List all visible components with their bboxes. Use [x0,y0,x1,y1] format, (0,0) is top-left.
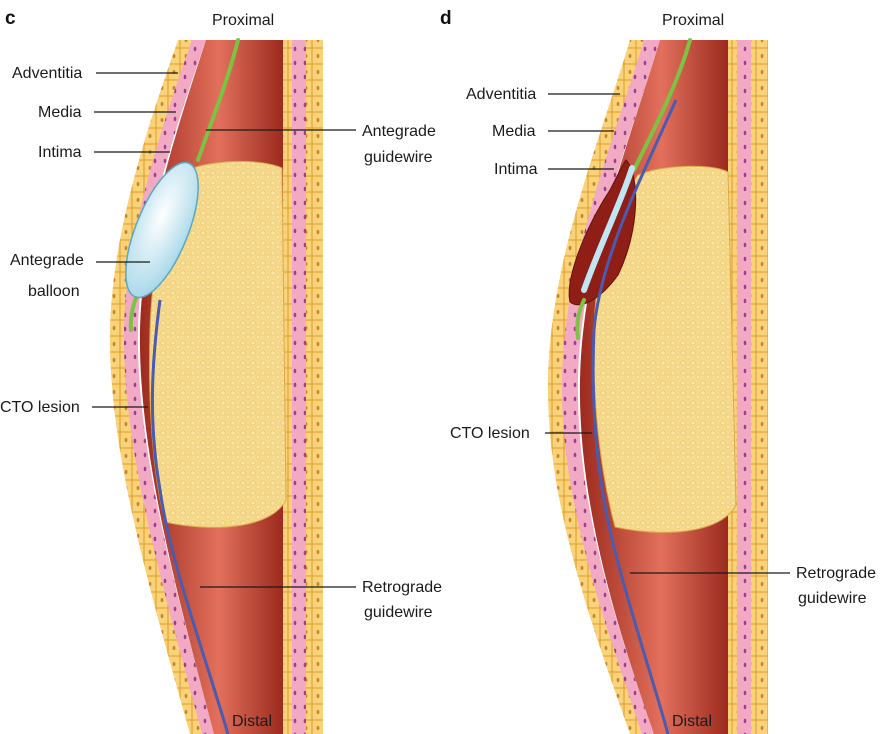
antegrade-guidewire-label-c-2: guidewire [364,149,433,166]
retrograde-guidewire-label-c-1: Retrograde [362,579,442,596]
antegrade-balloon-label-c-2: balloon [28,283,80,300]
retrograde-guidewire-label-d-2: guidewire [798,590,867,607]
cto-lesion-label-d: CTO lesion [450,425,530,442]
right-media-d [737,40,751,734]
retrograde-guidewire-label-c-2: guidewire [364,604,433,621]
panel-c: c Proximal Distal Adventitia Media Intim… [0,8,442,734]
adventitia-label-c: Adventitia [12,65,82,82]
antegrade-balloon-label-c-1: Antegrade [10,252,84,269]
media-label-c: Media [38,104,82,121]
antegrade-guidewire-label-c-1: Antegrade [362,123,436,140]
adventitia-label-d: Adventitia [466,86,536,103]
distal-label-c: Distal [232,713,272,730]
cto-lesion-label-c: CTO lesion [0,399,80,416]
panel-letter-c: c [5,8,16,29]
panel-letter-d: d [440,8,452,29]
proximal-label-d: Proximal [662,12,724,29]
retrograde-guidewire-label-d-1: Retrograde [796,565,876,582]
media-label-d: Media [492,123,536,140]
intima-label-c: Intima [38,144,82,161]
panel-d: d Proximal Distal Adventitia Media Intim… [440,8,876,734]
right-media-c [292,40,306,734]
distal-label-d: Distal [672,713,712,730]
proximal-label-c: Proximal [212,12,274,29]
intima-label-d: Intima [494,161,538,178]
